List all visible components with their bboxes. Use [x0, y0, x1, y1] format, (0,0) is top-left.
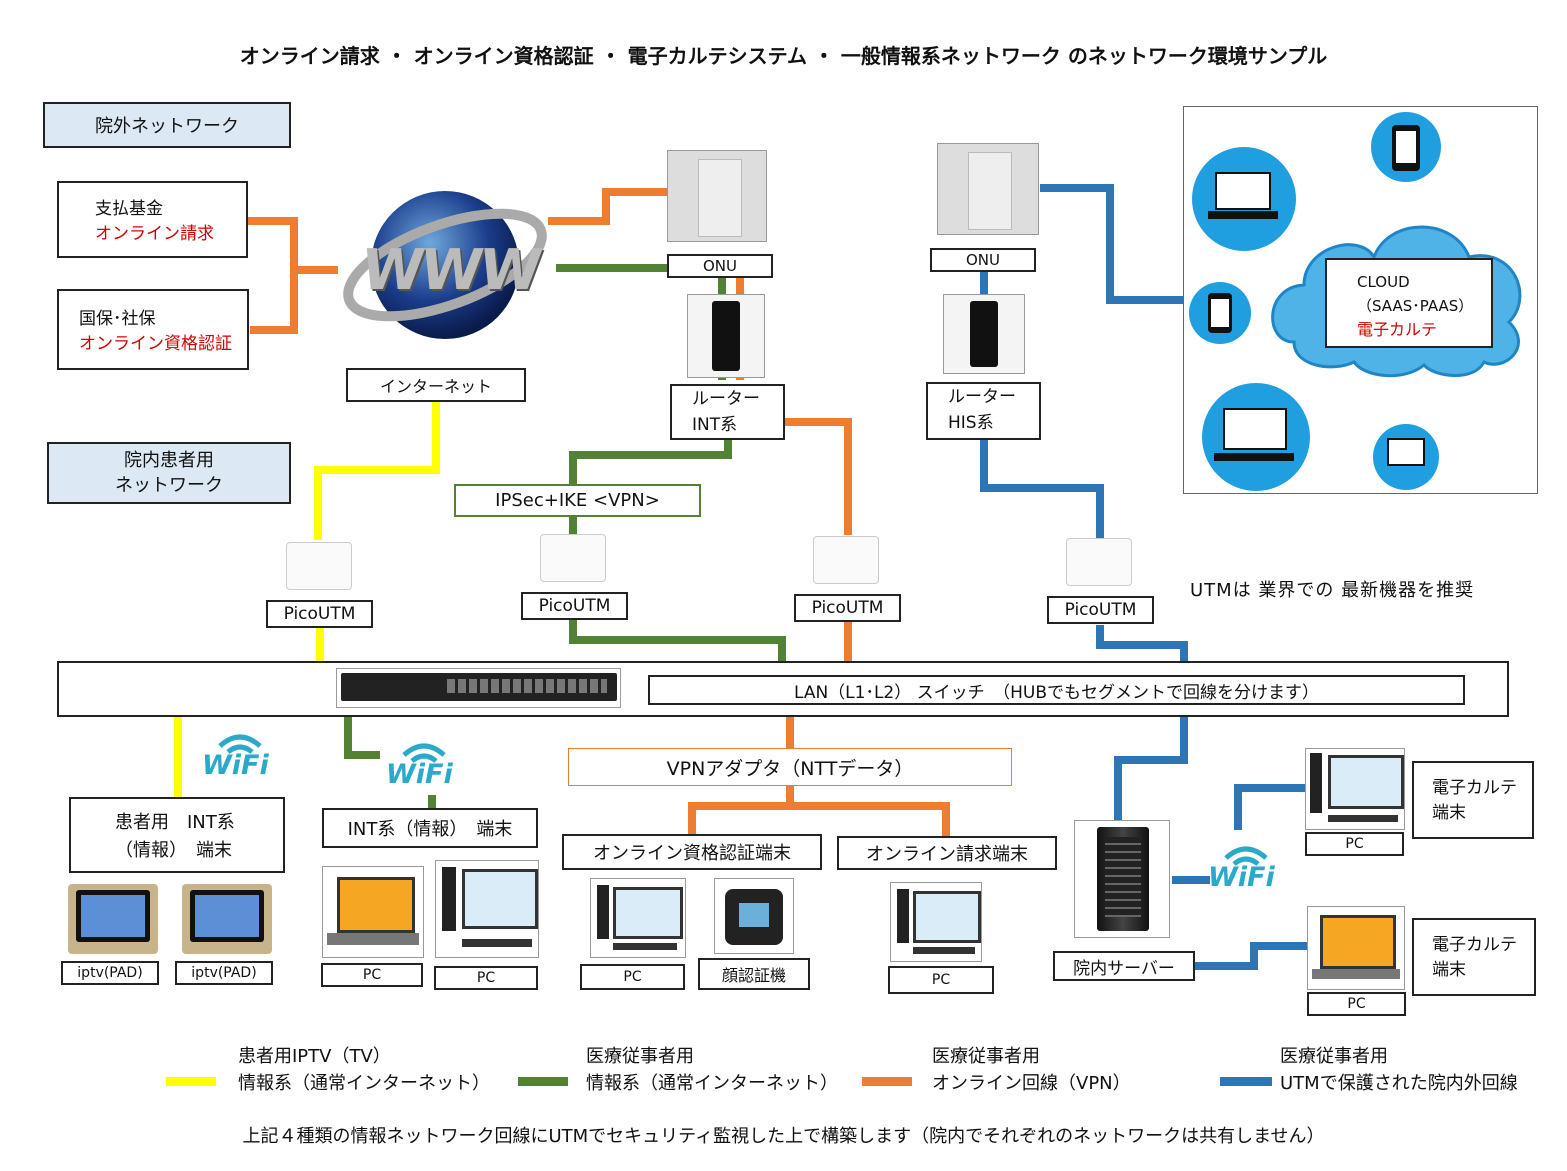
picoutm-label: PicoUTM [266, 600, 373, 628]
patient-terminal-label: 患者用 INT系 （情報） 端末 [69, 797, 285, 873]
legend-desc: 情報系（通常インターネット） [238, 1073, 490, 1094]
wifi-icon: WiFi [1206, 836, 1286, 896]
legend-blue-swatch [1220, 1077, 1272, 1086]
legend-title: 医療従事者用 [932, 1046, 1040, 1067]
wifi-icon: WiFi [200, 724, 280, 784]
cloud-panel: CLOUD （SAAS･PAAS） 電子カルテ [1183, 106, 1538, 494]
laptop-icon [1307, 906, 1405, 990]
iptv-label: iptv(PAD) [175, 961, 273, 985]
pc-label: PC [580, 964, 685, 990]
legend-item: 医療従事者用 オンライン回線（VPN） [932, 1043, 1131, 1097]
cloud-type: （SAAS･PAAS） [1357, 297, 1474, 315]
legend-yellow-swatch [166, 1077, 216, 1086]
pc-label: PC [321, 963, 423, 987]
wifi-icon: WiFi [384, 733, 464, 793]
switch-device-icon [336, 668, 621, 708]
utm-recommendation-note: UTMは 業界での 最新機器を推奨 [1190, 580, 1475, 601]
router-his-label: ルーター HIS系 [926, 382, 1041, 440]
cloud-service: 電子カルテ [1357, 320, 1438, 339]
picoutm-device-icon [1066, 538, 1132, 586]
wifi-label: WiFi [202, 750, 269, 781]
internet-label: インターネット [346, 368, 526, 402]
legend-desc: UTMで保護された院内外回線 [1280, 1073, 1518, 1094]
picoutm-device-icon [286, 542, 352, 590]
tablet-icon [68, 884, 158, 954]
iptv-label: iptv(PAD) [61, 961, 159, 985]
onu-int-label: ONU [667, 254, 773, 278]
legend-orange-swatch [862, 1077, 912, 1086]
onu-his-label: ONU [930, 248, 1036, 272]
int-terminal-label: INT系（情報） 端末 [322, 808, 538, 848]
internet-globe-icon: WWW [340, 180, 550, 350]
face-recognition-device-icon [714, 878, 794, 954]
fund-name: 支払基金 [95, 199, 163, 219]
router-int-device-icon [687, 294, 765, 378]
onu-his-device-icon [937, 143, 1039, 235]
desktop-pc-icon [890, 882, 982, 962]
pc-label: PC [434, 966, 538, 990]
page-title: オンライン請求 ・ オンライン資格認証 ・ 電子カルテシステム ・ 一般情報系ネ… [239, 44, 1328, 68]
picoutm-device-icon [540, 534, 606, 582]
pc-label: PC [1305, 832, 1404, 856]
external-fund-box: 支払基金 オンライン請求 [57, 181, 248, 258]
tablet-icon [182, 884, 272, 954]
kokuho-name: 国保･社保 [79, 309, 156, 329]
legend-desc: 情報系（通常インターネット） [586, 1073, 838, 1094]
picoutm-label: PicoUTM [521, 592, 628, 620]
face-recognition-label: 顔認証機 [698, 958, 810, 990]
cloud-label-box: CLOUD （SAAS･PAAS） 電子カルテ [1325, 258, 1493, 348]
server-label: 院内サーバー [1053, 951, 1195, 981]
ipsec-vpn-label: IPSec+IKE <VPN> [454, 484, 701, 517]
router-int-label: ルーター INT系 [670, 384, 785, 440]
emr-terminal-label: 電子カルテ 端末 [1412, 918, 1536, 996]
section-patient-network: 院内患者用 ネットワーク [47, 442, 291, 504]
laptop-icon [322, 866, 424, 958]
wifi-label: WiFi [1208, 862, 1275, 893]
legend-item: 医療従事者用 情報系（通常インターネット） [586, 1043, 838, 1097]
desktop-pc-icon [590, 878, 686, 958]
external-kokuho-box: 国保･社保 オンライン資格認証 [57, 289, 249, 370]
legend-title: 医療従事者用 [1280, 1046, 1388, 1067]
server-icon [1074, 820, 1170, 938]
picoutm-label: PicoUTM [794, 594, 901, 622]
fund-service: オンライン請求 [95, 224, 214, 244]
wifi-label: WiFi [386, 759, 453, 790]
kokuho-service: オンライン資格認証 [79, 334, 232, 354]
legend-title: 患者用IPTV（TV） [238, 1046, 391, 1067]
legend-title: 医療従事者用 [586, 1046, 694, 1067]
desktop-pc-icon [1305, 748, 1405, 830]
pc-label: PC [1307, 992, 1406, 1016]
cloud-title: CLOUD [1357, 273, 1410, 291]
emr-terminal-label: 電子カルテ 端末 [1412, 761, 1534, 839]
claim-terminal-label: オンライン請求端末 [837, 836, 1057, 870]
picoutm-device-icon [813, 536, 879, 584]
legend-item: 患者用IPTV（TV） 情報系（通常インターネット） [238, 1043, 490, 1097]
desktop-pc-icon [435, 860, 539, 958]
lan-switch-label: LAN（L1･L2） スイッチ （HUBでもセグメントで回線を分けます） [648, 675, 1465, 705]
section-outside-network: 院外ネットワーク [43, 102, 291, 148]
pc-label: PC [888, 966, 994, 994]
onu-int-device-icon [667, 150, 767, 242]
router-his-device-icon [943, 294, 1025, 374]
legend-desc: オンライン回線（VPN） [932, 1073, 1131, 1094]
legend-green-swatch [518, 1077, 568, 1086]
footer-note: 上記４種類の情報ネットワーク回線にUTMでセキュリティ監視した上で構築します（院… [242, 1126, 1325, 1147]
vpn-adapter-label: VPNアダプタ（NTTデータ） [568, 748, 1012, 786]
www-label: WWW [357, 238, 543, 303]
picoutm-label: PicoUTM [1047, 596, 1154, 624]
legend-item: 医療従事者用 UTMで保護された院内外回線 [1280, 1043, 1518, 1097]
qualification-terminal-label: オンライン資格認証端末 [562, 834, 822, 870]
